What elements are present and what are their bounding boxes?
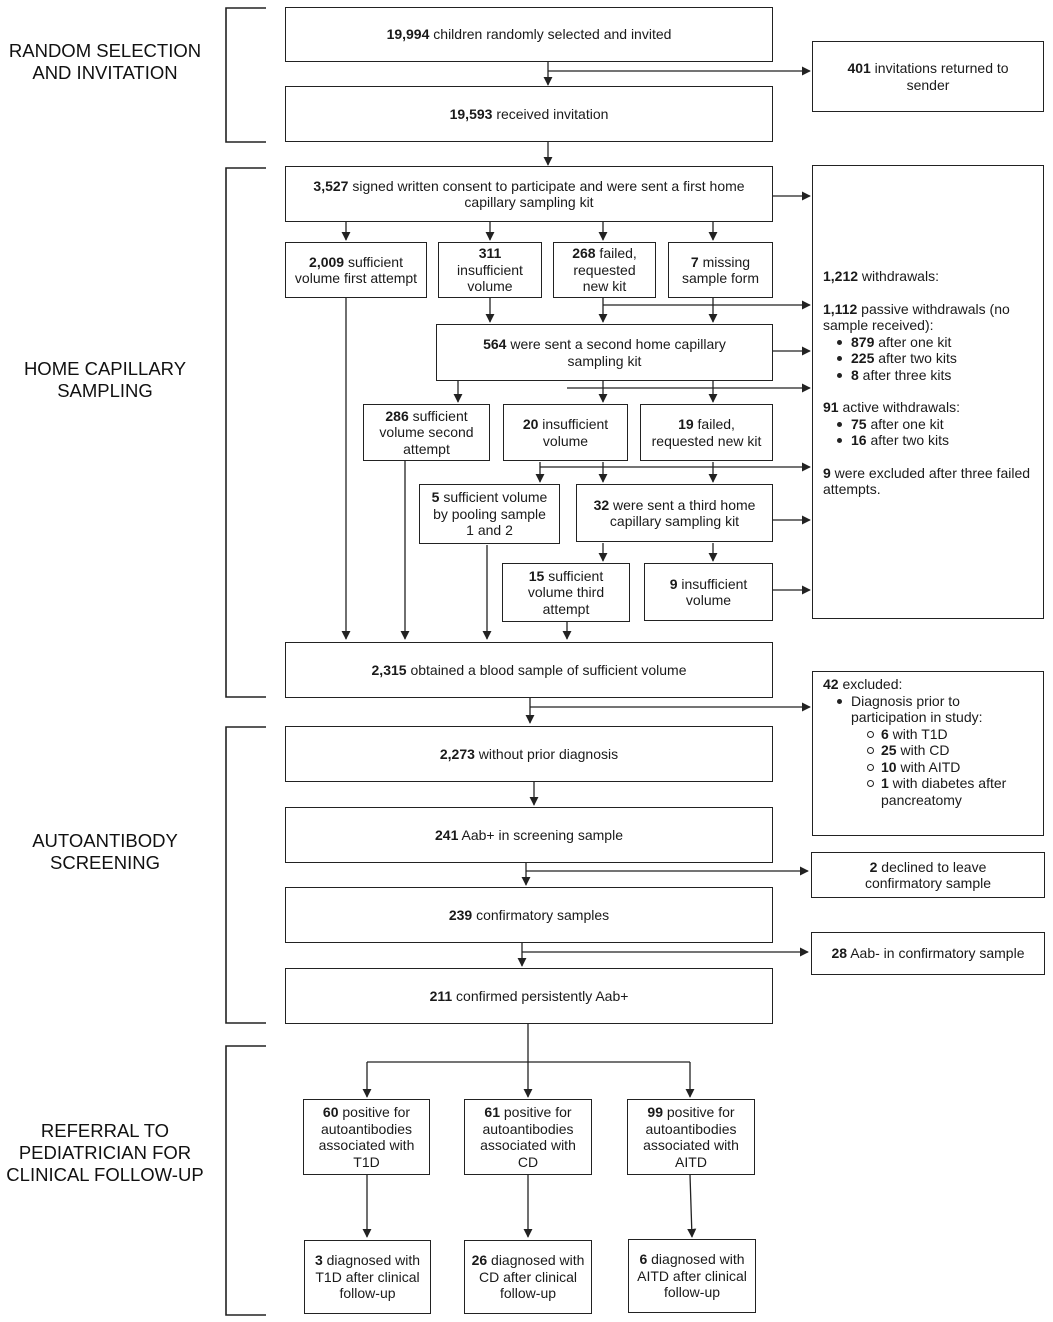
box-diagnosed-t1d: 3 diagnosed with T1D after clinical foll… bbox=[304, 1240, 431, 1314]
box-missing: 7 missing sample form bbox=[668, 242, 773, 298]
box-excluded: 42 excluded: Diagnosis prior to particip… bbox=[812, 671, 1044, 836]
section-home-capillary: HOME CAPILLARY SAMPLING bbox=[23, 358, 187, 401]
box-third-ok: 15 sufficient volume third attempt bbox=[502, 563, 630, 622]
box-pooling: 5 sufficient volume by pooling sample 1 … bbox=[419, 484, 560, 544]
box-positive-t1d: 60 positive for autoantibodies associate… bbox=[303, 1099, 430, 1175]
box-insufficient-2: 20 insufficient volume bbox=[503, 404, 628, 461]
section-autoantibody-screening: AUTOANTIBODY SCREENING bbox=[32, 830, 178, 873]
box-insufficient-3: 9 insufficient volume bbox=[644, 563, 773, 621]
box-first-ok: 2,009 sufficient volume first attempt bbox=[285, 242, 427, 298]
box-confirmatory: 239 confirmatory samples bbox=[285, 887, 773, 943]
box-positive-aitd: 99 positive for autoantibodies associate… bbox=[627, 1099, 755, 1175]
box-consent: 3,527 signed written consent to particip… bbox=[285, 166, 773, 222]
box-withdrawals: 1,212 withdrawals: 1,112 passive withdra… bbox=[812, 165, 1044, 619]
section-random-selection: RANDOM SELECTION AND INVITATION bbox=[8, 40, 202, 83]
box-third-kit: 32 were sent a third home capillary samp… bbox=[576, 484, 773, 542]
box-received: 19,593 received invitation bbox=[285, 86, 773, 142]
box-aab-negative: 28 Aab- in confirmatory sample bbox=[811, 932, 1045, 975]
box-failed-2: 19 failed, requested new kit bbox=[640, 404, 773, 461]
box-second-kit: 564 were sent a second home capillary sa… bbox=[436, 324, 773, 381]
box-failed-1: 268 failed, requested new kit bbox=[553, 242, 656, 298]
box-obtained: 2,315 obtained a blood sample of suffici… bbox=[285, 642, 773, 698]
box-declined: 2 declined to leave confirmatory sample bbox=[811, 852, 1045, 898]
section-referral: REFERRAL TO PEDIATRICIAN FOR CLINICAL FO… bbox=[6, 1120, 204, 1185]
box-no-prior: 2,273 without prior diagnosis bbox=[285, 726, 773, 782]
box-insufficient-1: 311 insufficient volume bbox=[438, 242, 542, 298]
bracket-random bbox=[225, 7, 266, 143]
box-aab-screening: 241 Aab+ in screening sample bbox=[285, 807, 773, 863]
box-invited: 19,994 children randomly selected and in… bbox=[285, 7, 773, 62]
bracket-referral bbox=[225, 1045, 266, 1316]
box-diagnosed-cd: 26 diagnosed with CD after clinical foll… bbox=[464, 1240, 592, 1314]
box-persistent: 211 confirmed persistently Aab+ bbox=[285, 968, 773, 1024]
box-second-ok: 286 sufficient volume second attempt bbox=[363, 404, 490, 461]
bracket-auto bbox=[225, 726, 266, 1024]
box-positive-cd: 61 positive for autoantibodies associate… bbox=[464, 1099, 592, 1175]
bracket-home bbox=[225, 167, 266, 698]
box-diagnosed-aitd: 6 diagnosed with AITD after clinical fol… bbox=[628, 1239, 756, 1313]
box-returned: 401 invitations returned to sender bbox=[812, 41, 1044, 112]
